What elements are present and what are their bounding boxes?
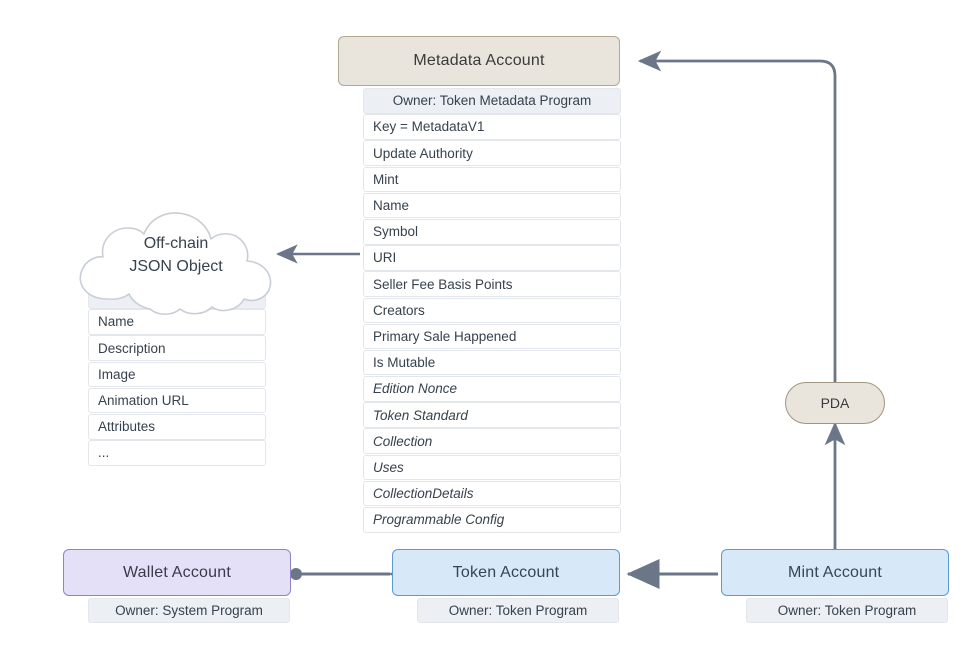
metadata-field-row: Token Standard xyxy=(363,402,621,428)
mint-account-title: Mint Account xyxy=(787,563,882,581)
token-account-box[interactable]: Token Account xyxy=(392,549,620,596)
metadata-field-row: Collection xyxy=(363,428,621,455)
cloud-icon xyxy=(79,212,272,316)
metadata-field-row: URI xyxy=(363,245,621,271)
pda-node[interactable]: PDA xyxy=(785,382,885,424)
metadata-field-row: Symbol xyxy=(363,218,621,245)
metadata-account-title: Metadata Account xyxy=(413,52,545,69)
metadata-field-row: Edition Nonce xyxy=(363,376,621,402)
metadata-field-row: Name xyxy=(363,192,621,219)
offchain-field-row: Attributes xyxy=(88,413,266,440)
offchain-json-cloud: Off-chain JSON Object xyxy=(72,206,280,316)
metadata-field-row: Key = MetadataV1 xyxy=(363,114,621,140)
mint-account-owner-chip: Owner: Token Program xyxy=(746,598,948,623)
token-account-title: Token Account xyxy=(452,563,560,581)
offchain-field-row: Animation URL xyxy=(88,387,266,414)
metadata-field-row: Is Mutable xyxy=(363,349,621,376)
metadata-field-row: Seller Fee Basis Points xyxy=(363,271,621,297)
edge-pda-to-metadata xyxy=(637,50,837,382)
offchain-field-row: Description xyxy=(88,335,266,361)
wallet-account-owner-chip: Owner: System Program xyxy=(88,598,290,623)
offchain-field-row: ... xyxy=(88,440,266,466)
metadata-field-row: Creators xyxy=(363,297,621,324)
metadata-field-row: Uses xyxy=(363,454,621,481)
metadata-field-row: Primary Sale Happened xyxy=(363,323,621,350)
metadata-field-row: Mint xyxy=(363,166,621,193)
wallet-account-box[interactable]: Wallet Account xyxy=(63,549,291,596)
metadata-field-row: CollectionDetails xyxy=(363,480,621,507)
metadata-owner-row: Owner: Token Metadata Program xyxy=(363,88,621,114)
metadata-account-field-list: Owner: Token Metadata Program Key = Meta… xyxy=(363,88,621,533)
wallet-account-title: Wallet Account xyxy=(122,563,232,581)
offchain-field-row: Image xyxy=(88,361,266,388)
metadata-field-row: Programmable Config xyxy=(363,507,621,533)
mint-account-box[interactable]: Mint Account xyxy=(721,549,949,596)
metadata-field-row: Update Authority xyxy=(363,140,621,166)
metadata-account-header[interactable]: Metadata Account xyxy=(338,36,620,86)
token-account-owner-chip: Owner: Token Program xyxy=(417,598,619,623)
pda-label: PDA xyxy=(820,395,850,411)
